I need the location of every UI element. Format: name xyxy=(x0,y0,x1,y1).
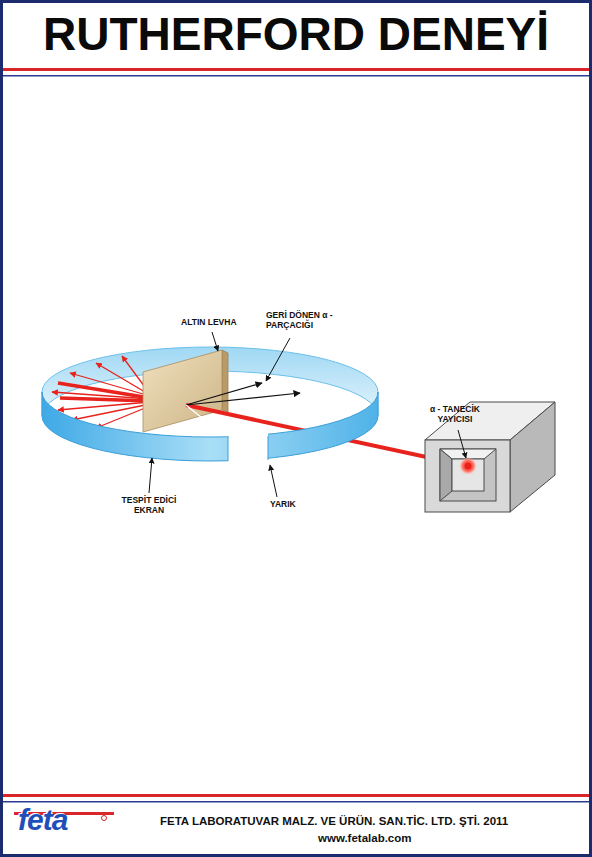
screen-ring-front xyxy=(42,392,378,461)
scattered-particles-part xyxy=(96,406,150,428)
header-rule xyxy=(3,68,589,71)
leader-lines xyxy=(149,332,466,497)
source-glow xyxy=(459,457,477,475)
footer-text: www.fetalab.com xyxy=(318,832,412,845)
page-title: RUTHERFORD DENEYİ xyxy=(43,8,549,61)
footer-text: FETA LABORATUVAR MALZ. VE ÜRÜN. SAN.TİC.… xyxy=(160,815,508,828)
leader-lines-part xyxy=(458,430,466,458)
alpha-source-part xyxy=(425,440,510,512)
logo-text: feta xyxy=(18,803,67,838)
header-rule xyxy=(3,75,589,77)
returning-particles-part xyxy=(186,383,262,405)
leader-lines-part xyxy=(266,338,290,381)
source-point xyxy=(465,463,472,470)
returning-particles-part xyxy=(186,405,212,426)
footer-rule xyxy=(3,794,589,797)
leader-lines-part xyxy=(149,458,152,493)
slit xyxy=(228,428,268,468)
leader-lines-part xyxy=(270,465,277,497)
part-label: YARIK xyxy=(270,500,310,510)
scattered-particles-part xyxy=(58,402,150,410)
scattered-particles-part xyxy=(72,404,150,420)
scattered-particles-part xyxy=(52,392,150,399)
scattered-particles-part xyxy=(96,363,150,395)
alpha-source-part xyxy=(440,449,452,501)
alpha-source-part xyxy=(440,449,496,501)
scattered-particles-part xyxy=(70,373,150,396)
alpha-source xyxy=(425,402,555,512)
part-label: ALTIN LEVHA xyxy=(181,318,261,328)
footer-rule xyxy=(3,801,589,803)
slit-edge xyxy=(228,436,229,461)
part-label: α - TANECİK YAYICISI xyxy=(424,405,486,425)
logo-registered xyxy=(102,816,107,821)
returning-particles xyxy=(186,383,300,426)
part-label: GERİ DÖNEN α - PARÇACIĞI xyxy=(266,311,340,331)
alpha-source-part xyxy=(510,402,555,512)
leader-lines-part xyxy=(212,332,218,351)
slit-edge xyxy=(268,436,269,460)
returning-particles-part xyxy=(186,393,300,405)
gold-foil-edge xyxy=(222,350,228,412)
part-label: TESPİT EDİCİ EKRAN xyxy=(118,496,180,516)
gold-foil xyxy=(143,350,222,432)
